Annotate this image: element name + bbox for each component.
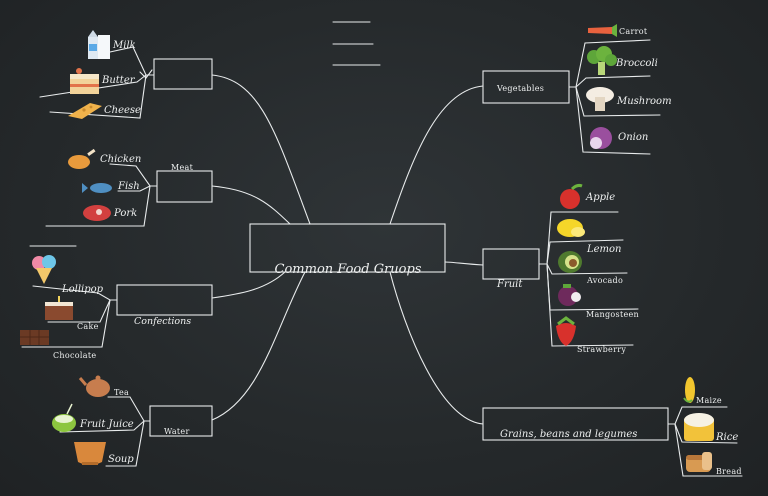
confections-label: Confections <box>134 316 191 327</box>
meat-item-chicken: Chicken <box>100 154 141 165</box>
branch-meat[interactable]: Meat <box>45 163 213 227</box>
fish-icon <box>82 183 112 193</box>
water-item-tea: Tea <box>114 388 129 397</box>
central-node[interactable]: Common Food Gruops <box>249 223 446 277</box>
fruit-item-mangosteen: Mangosteen <box>586 310 639 319</box>
branch-grains[interactable]: Grains, beans and legumes <box>482 406 743 477</box>
avocado-icon <box>558 251 582 273</box>
water-label: Water <box>164 427 190 436</box>
fruit-item-strawberry: Strawberry <box>577 345 626 354</box>
onion-icon <box>590 127 612 149</box>
soup-icon <box>74 442 106 465</box>
confections-item-cake: Cake <box>77 322 99 331</box>
rice-icon <box>684 413 714 441</box>
grains-item-maize: Maize <box>696 396 722 405</box>
lollipop-icon <box>32 255 56 284</box>
central-title: Common Food Gruops <box>275 262 422 277</box>
carrot-icon <box>588 24 617 37</box>
chocolate-icon <box>20 330 49 345</box>
strawberry-icon <box>556 316 576 346</box>
lemon-icon <box>557 219 585 237</box>
mushroom-icon <box>586 87 614 111</box>
water-item-soup: Soup <box>108 454 134 465</box>
chicken-icon <box>68 148 96 169</box>
grains-item-bread: Bread <box>716 467 742 476</box>
branch-water[interactable]: Water <box>59 396 213 467</box>
butter-icon <box>70 68 99 94</box>
vegetables-item-broccoli: Broccoli <box>615 58 658 69</box>
tea-icon <box>78 375 110 397</box>
bread-icon <box>686 452 712 472</box>
fruit-item-avocado: Avocado <box>586 276 623 285</box>
apple-icon <box>560 183 583 209</box>
water-item-fruit-juice: Fruit Juice <box>79 419 134 430</box>
mangosteen-icon <box>558 284 581 306</box>
fruit-item-lemon: Lemon <box>586 244 622 255</box>
fruit-item-apple: Apple <box>585 192 615 203</box>
meat-label: Meat <box>171 163 194 172</box>
meat-item-pork: Pork <box>113 208 137 219</box>
confections-item-chocolate: Chocolate <box>53 351 96 360</box>
cheese-icon <box>68 103 102 119</box>
dairy-item-butter: Butter <box>101 75 136 86</box>
confections-item-lollipop: Lollipop <box>61 284 104 295</box>
cake-icon <box>45 296 73 320</box>
dairy-item-milk: Milk <box>112 40 136 51</box>
pork-icon <box>83 205 111 221</box>
branch-vegetables[interactable]: Vegetables <box>482 39 661 155</box>
broccoli-icon <box>587 46 617 75</box>
grains-item-rice: Rice <box>715 432 738 443</box>
vegetables-item-mushroom: Mushroom <box>616 96 672 107</box>
main-connectors <box>211 74 484 425</box>
grains-label: Grains, beans and legumes <box>500 429 637 440</box>
vegetables-label: Vegetables <box>496 84 544 93</box>
branch-fruit[interactable]: Fruit <box>482 211 639 347</box>
dairy-item-cheese: Cheese <box>104 105 141 116</box>
meat-item-fish: Fish <box>117 181 140 192</box>
decorative-lines <box>332 21 381 66</box>
vegetables-item-onion: Onion <box>618 132 648 143</box>
fruit-label: Fruit <box>496 279 523 290</box>
milk-icon <box>88 30 110 59</box>
maize-icon <box>683 377 695 403</box>
fruit-juice-icon <box>52 403 76 432</box>
branch-confections[interactable]: Confections <box>21 245 213 348</box>
vegetables-item-carrot: Carrot <box>619 27 648 36</box>
